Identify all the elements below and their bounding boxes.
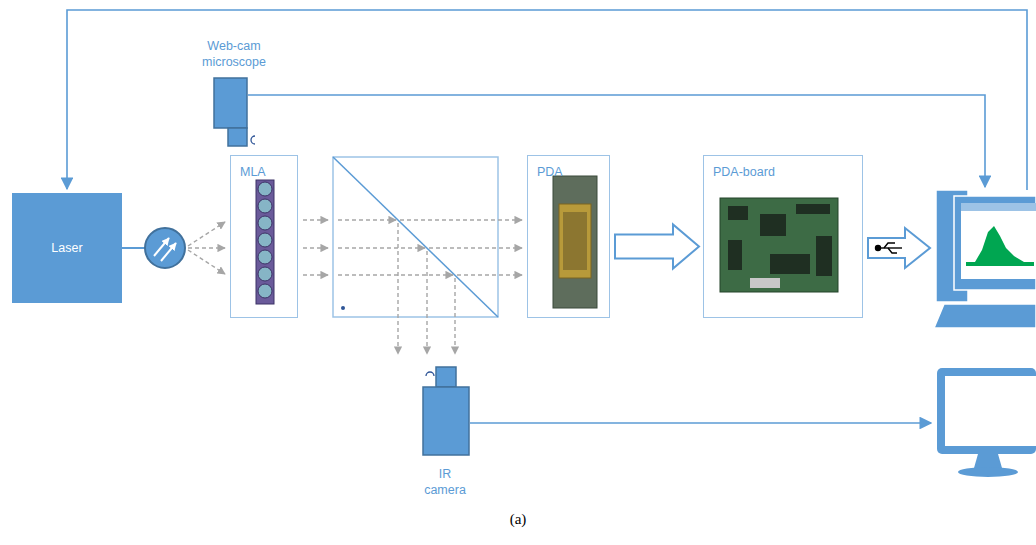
beam-line	[454, 278, 455, 354]
beam-line	[400, 219, 522, 220]
node-label: Laser	[51, 240, 82, 256]
monitor-base	[958, 467, 1018, 477]
webcam-body	[214, 78, 247, 128]
usb-branch	[884, 243, 895, 248]
component-box: PDA	[527, 155, 610, 318]
c-mount-symbol	[251, 136, 255, 144]
caption-text: (a)	[510, 511, 527, 527]
lenslet	[258, 182, 272, 196]
pda-pixels	[563, 212, 587, 270]
lenslet	[258, 267, 272, 281]
laser-box: Laser	[12, 193, 122, 303]
usb-line	[878, 247, 902, 248]
lenslet	[258, 199, 272, 213]
usb-branch	[888, 248, 897, 253]
camera-body	[423, 387, 469, 455]
attenuator-symbol	[145, 228, 185, 268]
component-box: PDA-board	[703, 155, 863, 318]
lenslet	[258, 284, 272, 298]
display-monitor	[937, 368, 1036, 454]
signal-arrow	[615, 225, 699, 269]
beam-line	[457, 274, 522, 275]
board-part	[760, 214, 786, 236]
lenslet	[258, 250, 272, 264]
fiber-line	[122, 247, 145, 249]
beam-line	[188, 247, 225, 248]
beam-line	[188, 222, 225, 246]
beam-line	[397, 223, 398, 354]
connectors	[615, 225, 699, 269]
board-part	[770, 254, 810, 274]
pda-chip	[553, 176, 597, 308]
spectrum-plot	[966, 226, 1034, 266]
camera-lens	[436, 367, 456, 387]
computer-monitor	[954, 196, 1036, 290]
beam-line	[338, 219, 396, 220]
lenslets	[258, 182, 272, 298]
camera-node: IR camera	[405, 362, 485, 498]
lenslet	[258, 233, 272, 247]
beam-line	[188, 250, 225, 274]
beam-line	[338, 247, 425, 248]
beam-lines	[338, 220, 522, 354]
camera-node: Web-cam microscope	[194, 38, 274, 148]
window-bar	[961, 203, 1036, 211]
attenuator-arrow	[161, 243, 176, 261]
figure-caption: (a)	[0, 511, 1036, 528]
beam-line	[338, 274, 453, 275]
node-label: Web-cam microscope	[199, 38, 269, 70]
beam-splitter	[333, 157, 498, 317]
usb-arrow	[868, 228, 930, 268]
usb-symbol	[876, 243, 903, 253]
control-line	[67, 10, 1027, 190]
beam-line	[426, 251, 427, 354]
board-part	[728, 240, 742, 270]
beam-line	[303, 247, 328, 248]
board-part	[728, 206, 748, 220]
lenslet	[258, 216, 272, 230]
video-line	[470, 422, 931, 424]
splitter-dot	[341, 306, 345, 310]
lens-array	[256, 180, 274, 304]
circuit-board	[720, 198, 838, 292]
board-part	[816, 236, 832, 276]
pda-die	[559, 204, 591, 278]
beam-line	[429, 247, 522, 248]
board-parts	[728, 204, 832, 276]
node-label: MLA	[240, 164, 266, 180]
c-mount-symbol	[426, 372, 434, 376]
beam-line	[303, 219, 328, 220]
webcam-lens	[228, 128, 247, 146]
beam-line	[303, 274, 328, 275]
board-part	[796, 204, 830, 214]
keyboard	[934, 304, 1036, 328]
monitor-stand	[974, 454, 1002, 468]
computer-screen	[961, 203, 1036, 279]
component-box: MLA	[230, 155, 298, 318]
node-label: PDA	[537, 164, 563, 180]
node-label: PDA-board	[713, 164, 775, 180]
splitter-plane	[333, 157, 498, 317]
display-screen	[945, 376, 1036, 446]
board-connector	[750, 278, 780, 288]
node-label: IR camera	[423, 466, 467, 498]
